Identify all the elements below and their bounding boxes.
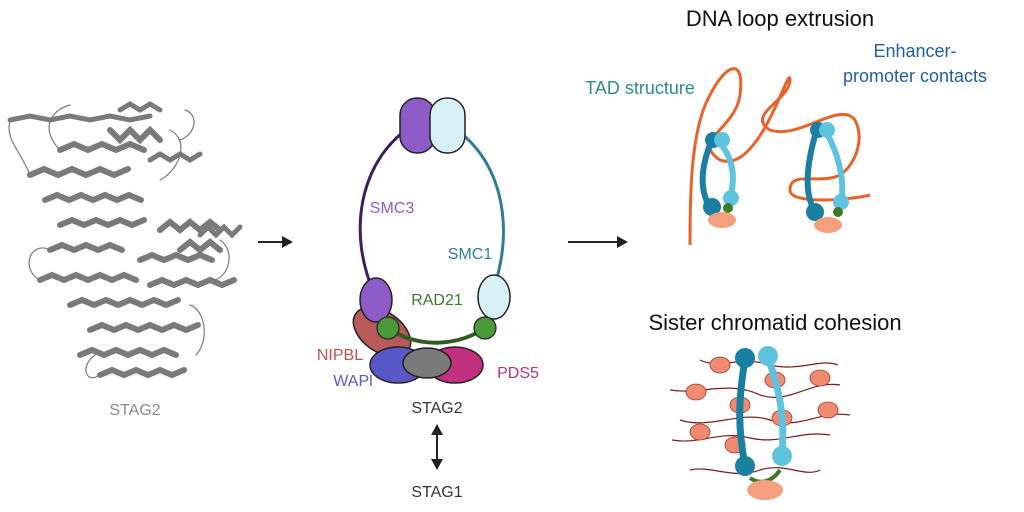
- left-loop-dark-foot: [703, 198, 721, 216]
- stag2-structure-label: STAG2: [109, 402, 160, 419]
- left-loop-rad21: [723, 203, 733, 213]
- rad21-c-term: [473, 316, 497, 340]
- rad21-n-term: [376, 316, 400, 340]
- nucleosome: [817, 401, 839, 419]
- smc1-head: [477, 274, 511, 320]
- right-loop-stag: [814, 217, 842, 233]
- cohesion-dark-foot: [735, 456, 755, 476]
- cohesion-light-foot: [772, 446, 792, 466]
- smc3-head: [359, 277, 393, 323]
- nucleosome: [709, 356, 731, 374]
- arrow-right-icon: [258, 236, 293, 248]
- nucleosome: [685, 383, 707, 401]
- smc1-label: SMC1: [448, 246, 493, 263]
- right-loop-light-head: [819, 122, 835, 138]
- pds5-label: PDS5: [497, 365, 539, 382]
- stag2-protein-structure: [7, 101, 243, 379]
- wapl-label: WAPl: [333, 373, 372, 390]
- left-loop-light-head: [714, 132, 730, 148]
- dna-strand: [688, 67, 871, 246]
- cohesion-dark-head: [735, 348, 755, 368]
- sister-chromatid-illustration: [669, 346, 851, 500]
- stag2-complex-label: STAG2: [411, 400, 462, 417]
- smc3-label: SMC3: [370, 200, 415, 217]
- cohesion-light-arm: [764, 356, 787, 456]
- right-loop-light-foot: [833, 194, 849, 210]
- cohesion-dark-arm: [736, 359, 749, 466]
- dna-loop-extrusion-illustration: [688, 67, 871, 246]
- left-loop-light-arm: [716, 140, 736, 199]
- cohesion-light-head: [758, 346, 778, 366]
- right-loop-light-arm: [823, 130, 846, 206]
- nipbl-label: NIPBL: [317, 347, 363, 364]
- stag2-subunit: [402, 347, 452, 379]
- left-loop-stag: [708, 212, 736, 228]
- right-loop-rad21: [833, 207, 843, 217]
- right-loop-dark-foot: [806, 203, 824, 221]
- stag1-label: STAG1: [411, 484, 462, 501]
- nucleosome: [689, 423, 711, 441]
- enhancer-label-line1: Enhancer-: [873, 41, 956, 61]
- left-loop-dark-arm: [699, 140, 714, 210]
- tad-structure-label: TAD structure: [585, 78, 695, 98]
- left-loop-light-foot: [723, 190, 739, 206]
- loop-extrusion-title: DNA loop extrusion: [686, 6, 874, 31]
- enhancer-label-line2: promoter contacts: [843, 66, 987, 86]
- double-arrow-icon: [431, 424, 443, 470]
- cohesion-title: Sister chromatid cohesion: [648, 310, 901, 335]
- arrow-right-icon: [568, 236, 628, 248]
- rad21-label: RAD21: [411, 292, 463, 309]
- cohesin-complex: [352, 97, 511, 384]
- smc1-hinge: [429, 97, 466, 154]
- cohesion-stag: [747, 480, 783, 500]
- nucleosome: [809, 369, 831, 387]
